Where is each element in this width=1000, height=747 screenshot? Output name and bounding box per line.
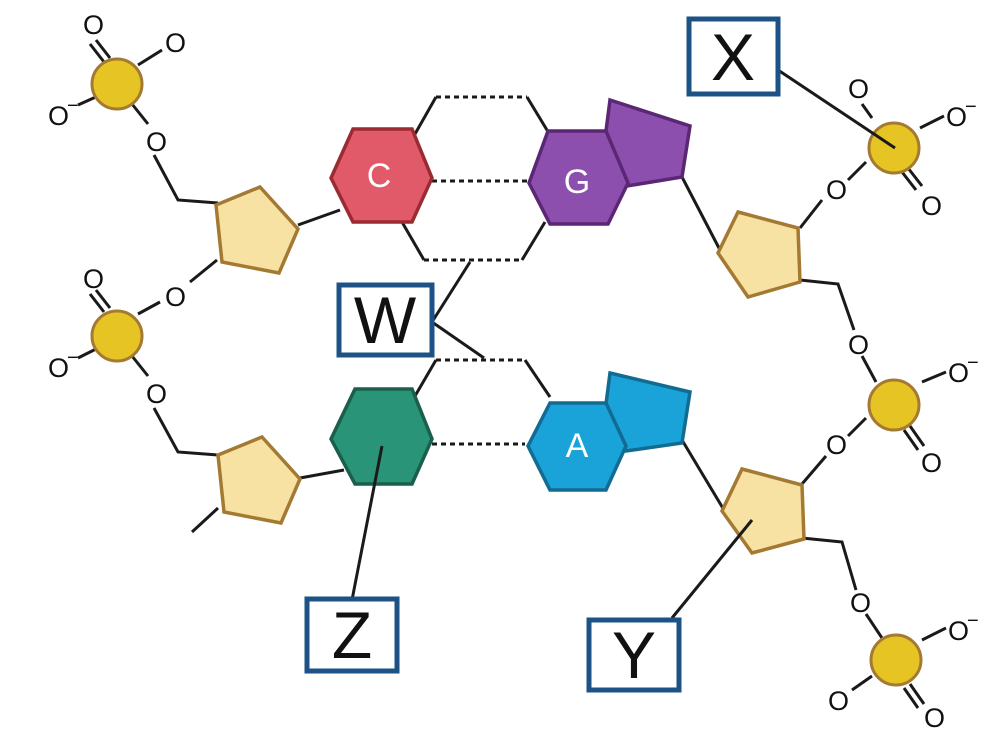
- sugar-right-top: [715, 209, 802, 300]
- thymine-base: [329, 387, 434, 486]
- oxygen-atom: O: [924, 703, 945, 733]
- oxygen-atom: O: [146, 127, 167, 157]
- oxygen-atom: O: [921, 448, 942, 478]
- oxygen-atom: O: [83, 10, 104, 40]
- label-x-box: [686, 16, 781, 97]
- adenine-base: A: [526, 370, 692, 492]
- guanine-letter: G: [564, 163, 590, 201]
- label-z-text: Z: [332, 598, 372, 672]
- oxygen-atom: O: [165, 282, 186, 312]
- oxygen-atom: O: [83, 264, 104, 294]
- label-z-box: [304, 596, 400, 674]
- sugars: [214, 184, 806, 556]
- oxygen-anion: O−: [948, 352, 979, 388]
- phosphate-right-middle: [867, 378, 921, 432]
- label-y: Y: [586, 617, 682, 693]
- sugar-left-bottom: [216, 434, 303, 525]
- label-w-box: [336, 282, 435, 358]
- phosphate-right-bottom: [869, 633, 923, 687]
- phosphate-left-top: [90, 57, 144, 111]
- left-backbone-bonds: [77, 39, 345, 534]
- oxygen-anions: O− O− O− O− O−: [48, 95, 979, 646]
- label-w-text: W: [354, 283, 417, 357]
- label-y-text: Y: [612, 618, 656, 692]
- oxygen-atom: O: [828, 686, 849, 716]
- oxygen-atom: O: [826, 430, 847, 460]
- base-pair-connectors: [400, 95, 552, 446]
- sugar-left-top: [214, 184, 301, 275]
- label-z: Z: [304, 596, 400, 674]
- right-backbone-bonds: [680, 103, 947, 709]
- label-leader-lines: [350, 60, 896, 619]
- oxygen-atom: O: [921, 191, 942, 221]
- phosphate-left-middle: [90, 309, 144, 363]
- oxygen-atom: O: [848, 330, 869, 360]
- label-w: W: [336, 282, 435, 358]
- cytosine-base: C: [329, 127, 434, 224]
- oxygen-anion: O−: [946, 96, 977, 132]
- label-y-box: [586, 617, 682, 693]
- oxygen-atom: O: [826, 175, 847, 205]
- oxygen-atoms: O O O O O O O O O O O O O O O: [83, 10, 945, 733]
- adenine-letter: A: [566, 427, 589, 465]
- oxygen-anion: O−: [48, 347, 79, 383]
- phosphates: [90, 57, 923, 687]
- oxygen-atom: O: [848, 74, 869, 104]
- guanine-base: G: [527, 97, 692, 226]
- cytosine-letter: C: [367, 157, 392, 195]
- oxygen-anion: O−: [948, 610, 979, 646]
- oxygen-atom: O: [165, 28, 186, 58]
- oxygen-anion: O−: [48, 95, 79, 131]
- oxygen-atom: O: [146, 379, 167, 409]
- label-x-text: X: [711, 20, 755, 94]
- oxygen-atom: O: [850, 588, 871, 618]
- label-x: X: [686, 16, 781, 97]
